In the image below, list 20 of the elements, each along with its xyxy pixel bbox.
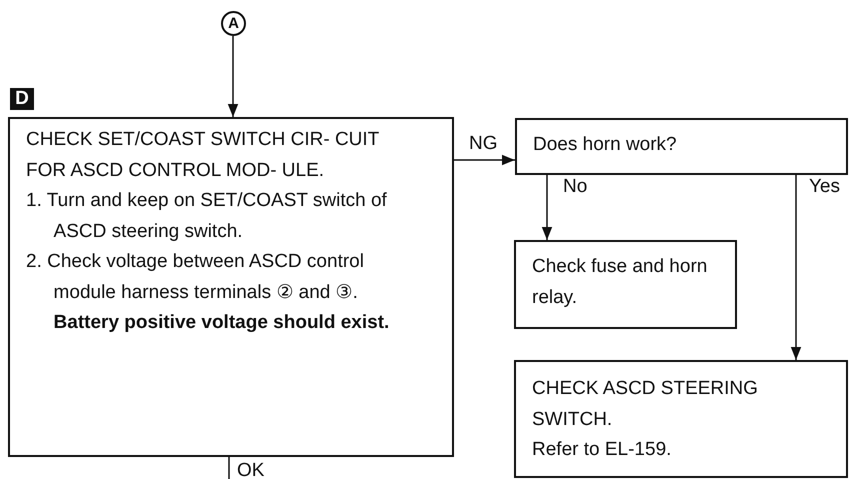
process-box xyxy=(514,360,848,478)
connector-letter: A xyxy=(228,16,239,31)
step-marker: D xyxy=(10,88,34,110)
step-text: CHECK ASCD STEERING SWITCH. xyxy=(532,377,759,432)
arrow xyxy=(454,154,515,166)
arrow xyxy=(542,175,552,240)
step-text: CHECK SET/COAST SWITCH CIR- CUIT FOR ASCD CONTROL MOD- ULE. xyxy=(26,128,380,182)
edge-label: OK xyxy=(236,460,266,479)
connector-circle xyxy=(221,11,246,36)
arrow xyxy=(228,36,238,117)
step-text: Does horn work? xyxy=(533,133,678,157)
step-text: Refer to EL-159. xyxy=(532,438,672,462)
step-text: 1. Turn and keep on SET/COAST switch of ASCD steering switch. xyxy=(26,189,388,244)
step-text: 2. Check voltage between ASCD control module harness terminals ② and ③. xyxy=(26,250,365,304)
process-box xyxy=(8,117,454,457)
step-text: Battery positive voltage should exist. xyxy=(52,311,390,335)
decision-box xyxy=(515,118,848,175)
arrow xyxy=(790,175,802,360)
process-box xyxy=(514,240,737,329)
step-text: Check fuse and horn relay. xyxy=(532,255,708,310)
